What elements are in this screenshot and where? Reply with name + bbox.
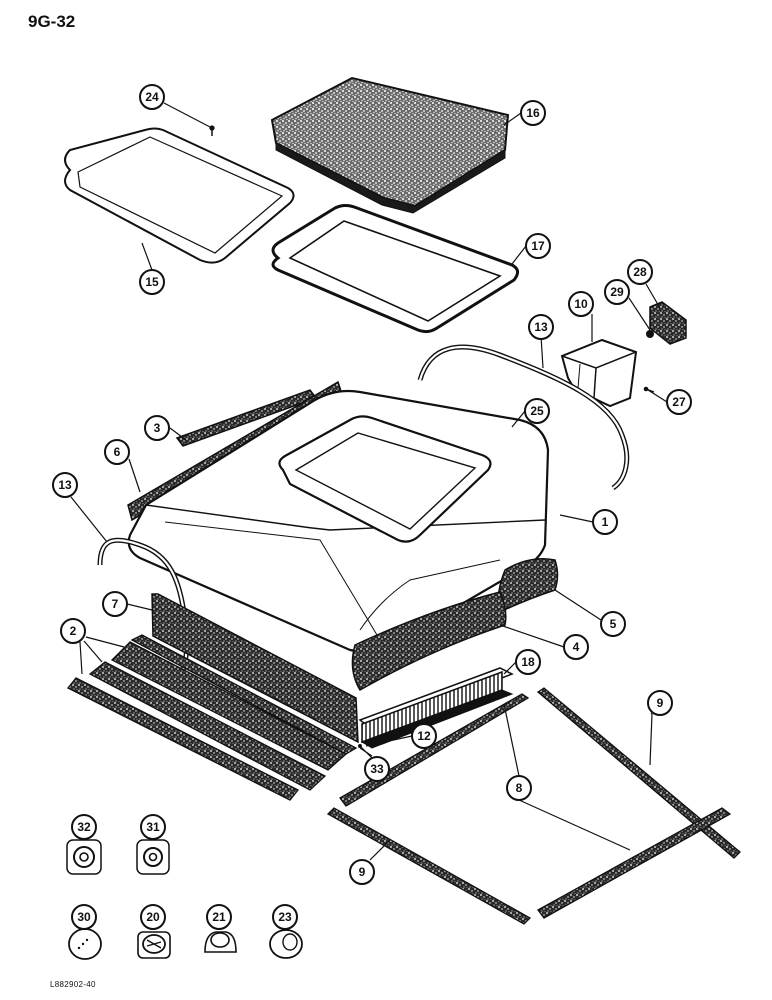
- callout-20: 20: [140, 904, 166, 930]
- part-15-window-panel: [64, 127, 295, 264]
- svg-text:32: 32: [77, 820, 91, 834]
- callout-7: 7: [102, 591, 128, 617]
- part-2-insulation-strips: [66, 634, 358, 801]
- callout-1: 1: [592, 509, 618, 535]
- callout-32: 32: [71, 814, 97, 840]
- page-number: 9G-32: [28, 12, 76, 31]
- svg-text:10: 10: [574, 297, 588, 311]
- callout-23: 23: [272, 904, 298, 930]
- part-10-cover: [560, 338, 638, 408]
- part-16-headliner-pad: [270, 76, 510, 208]
- callout-28: 28: [627, 259, 653, 285]
- svg-text:13: 13: [534, 320, 548, 334]
- part-7-insulation-pad: [151, 593, 359, 744]
- svg-text:29: 29: [610, 285, 624, 299]
- part-17-window-seal: [271, 204, 519, 334]
- leader-lines: [70, 102, 668, 861]
- part-29-nut: [646, 330, 654, 338]
- part-23-plug: [269, 929, 303, 959]
- svg-text:9: 9: [657, 696, 664, 710]
- svg-text:3: 3: [154, 421, 161, 435]
- svg-text:21: 21: [212, 910, 226, 924]
- callout-15: 15: [139, 269, 165, 295]
- part-24-screw: [209, 125, 215, 136]
- svg-text:2: 2: [70, 624, 77, 638]
- part-9-seal-strip-right: [536, 687, 741, 859]
- callout-10: 10: [568, 291, 594, 317]
- svg-text:25: 25: [530, 404, 544, 418]
- part-30-plug: [68, 928, 102, 960]
- callout-4: 4: [563, 634, 589, 660]
- svg-text:12: 12: [417, 729, 431, 743]
- callout-5: 5: [600, 611, 626, 637]
- svg-text:23: 23: [278, 910, 292, 924]
- part-8-seal-strip-left: [339, 693, 530, 807]
- callout-27: 27: [666, 389, 692, 415]
- callout-2: 2: [60, 618, 86, 644]
- callout-16: 16: [520, 100, 546, 126]
- callout-30: 30: [71, 904, 97, 930]
- svg-text:5: 5: [610, 617, 617, 631]
- svg-text:33: 33: [370, 762, 384, 776]
- svg-text:8: 8: [516, 781, 523, 795]
- callout-21: 21: [206, 904, 232, 930]
- part-32-grommet: [66, 839, 102, 875]
- svg-text:1: 1: [602, 515, 609, 529]
- callout-9-front: 9: [349, 859, 375, 885]
- callout-13-upper: 13: [528, 314, 554, 340]
- svg-text:28: 28: [633, 265, 647, 279]
- callout-17: 17: [525, 233, 551, 259]
- part-4-insulation-pad: [351, 591, 507, 692]
- svg-text:27: 27: [672, 395, 686, 409]
- part-9-seal-strip-front: [326, 807, 532, 925]
- callout-29: 29: [604, 279, 630, 305]
- callout-3: 3: [144, 415, 170, 441]
- svg-text:7: 7: [112, 597, 119, 611]
- svg-text:30: 30: [77, 910, 91, 924]
- svg-text:6: 6: [114, 445, 121, 459]
- callout-24: 24: [139, 84, 165, 110]
- part-8-seal-strip-back: [537, 807, 732, 919]
- callout-31: 31: [140, 814, 166, 840]
- part-20-plug: [137, 931, 171, 959]
- svg-text:13: 13: [58, 478, 72, 492]
- callout-12: 12: [411, 723, 437, 749]
- callout-25: 25: [524, 398, 550, 424]
- callout-9-right: 9: [647, 690, 673, 716]
- svg-text:18: 18: [521, 655, 535, 669]
- svg-text:20: 20: [146, 910, 160, 924]
- svg-text:24: 24: [145, 90, 159, 104]
- callout-18: 18: [515, 649, 541, 675]
- part-1-roof-shell: [127, 389, 550, 653]
- part-21-plug: [204, 931, 237, 953]
- callout-33: 33: [364, 756, 390, 782]
- svg-text:17: 17: [531, 239, 545, 253]
- svg-text:4: 4: [573, 640, 580, 654]
- svg-text:31: 31: [146, 820, 160, 834]
- part-28-bracket: [649, 301, 687, 345]
- part-31-grommet: [136, 839, 170, 875]
- callout-13-lower: 13: [52, 472, 78, 498]
- svg-text:9: 9: [359, 865, 366, 879]
- svg-text:15: 15: [145, 275, 159, 289]
- part-27-screw: [643, 386, 655, 393]
- svg-text:16: 16: [526, 106, 540, 120]
- callout-8: 8: [506, 775, 532, 801]
- figure-code: L882902-40: [50, 980, 96, 989]
- callout-6: 6: [104, 439, 130, 465]
- part-18-air-filter: [358, 667, 514, 749]
